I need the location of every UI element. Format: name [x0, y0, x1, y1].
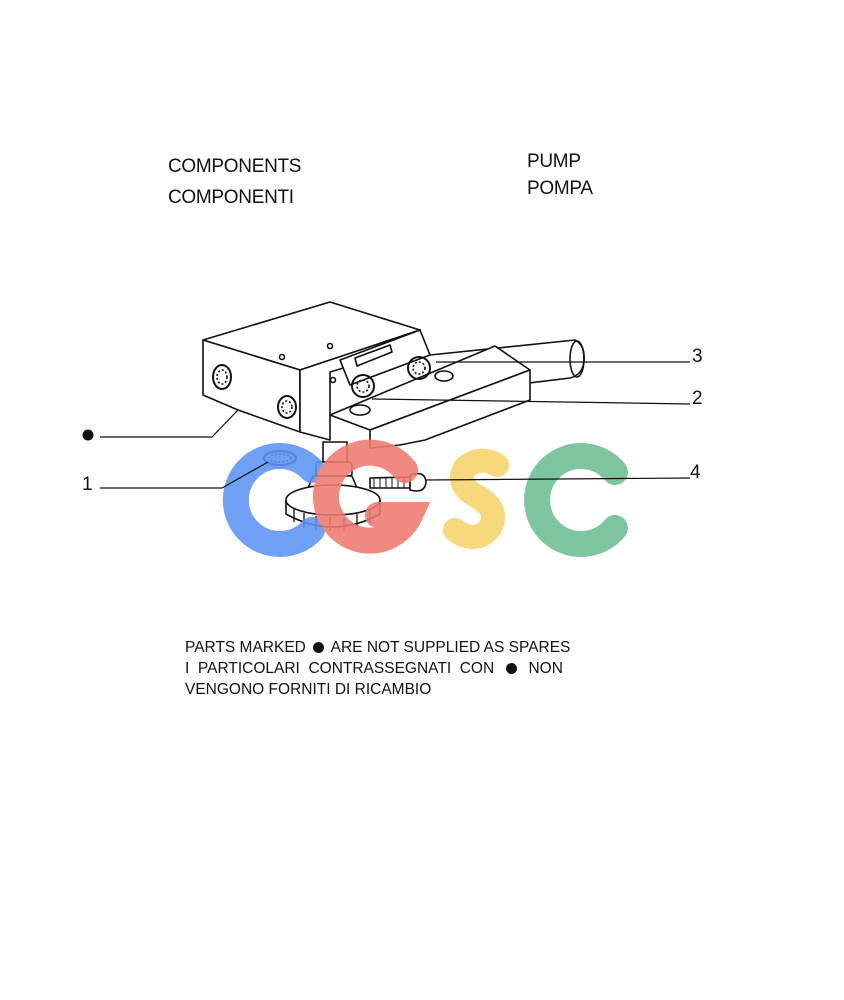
leader-lines: [100, 361, 691, 489]
watermark-letter-c1: [222, 443, 325, 557]
leader-line-2: [371, 398, 691, 405]
callout-4: 4: [690, 462, 701, 483]
watermark-letter-g: [313, 439, 431, 554]
note-line-1: PARTS MARKED ARE NOT SUPPLIED AS SPARES: [185, 637, 585, 658]
note-line-2-pre: I PARTICOLARI CONTRASSEGNATI CON: [185, 660, 495, 677]
pump-body: [202, 301, 585, 531]
leader-line-1: [100, 461, 269, 489]
watermark-logo: [222, 439, 628, 557]
header-left: COMPONENTS COMPONENTI: [168, 151, 301, 213]
not-supplied-bullet-icon: [82, 429, 94, 441]
note-line-2-post: NON: [528, 660, 563, 677]
note-line-1-post: ARE NOT SUPPLIED AS SPARES: [330, 639, 571, 656]
section-title-it: COMPONENTI: [168, 187, 294, 208]
leader-line-bullet: [100, 409, 239, 438]
callout-3: 3: [692, 346, 703, 367]
watermark-letter-s: [443, 448, 509, 549]
callout-1: 1: [82, 474, 93, 495]
spares-note: PARTS MARKED ARE NOT SUPPLIED AS SPARES …: [185, 637, 585, 700]
section-title-en: COMPONENTS: [168, 156, 302, 177]
note-line-3: VENGONO FORNITI DI RICAMBIO: [185, 681, 432, 698]
header-right: PUMP POMPA: [527, 148, 593, 202]
note-line-1-pre: PARTS MARKED: [185, 639, 306, 656]
bullet-icon: [313, 642, 325, 653]
note-line-2: I PARTICOLARI CONTRASSEGNATI CON NON: [185, 658, 585, 679]
bullet-icon: [505, 663, 517, 674]
callout-2: 2: [692, 388, 703, 409]
leader-line-4: [425, 477, 691, 481]
watermark-letter-c2: [524, 443, 628, 557]
assembly-title-it: POMPA: [527, 178, 593, 199]
assembly-title-en: PUMP: [527, 151, 581, 172]
